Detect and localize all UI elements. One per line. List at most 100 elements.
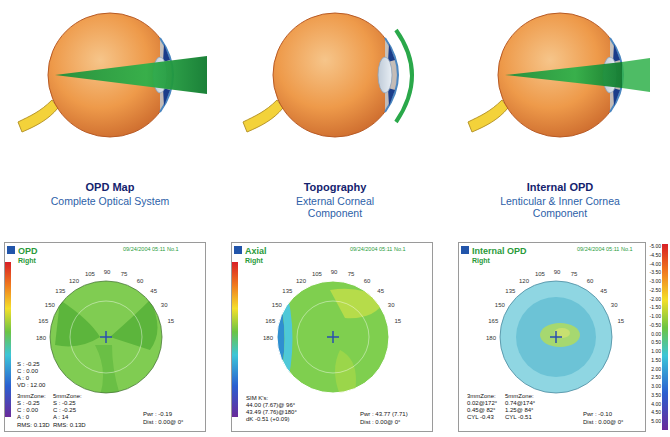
scale-value: -1.00 [645, 314, 661, 319]
axis-degree: 90 [331, 269, 338, 275]
axial-topography-map [232, 246, 389, 417]
axis-degree: 75 [348, 271, 355, 277]
axis-degree: 60 [587, 278, 594, 284]
map-heading: Internal OPD [472, 247, 527, 256]
panel-title: OPD Map [10, 181, 210, 194]
scale-value: -3.50 [645, 270, 661, 275]
axis-degree: 75 [121, 271, 128, 277]
scale-value: 5.00 [645, 419, 661, 424]
map-heading: Axial [245, 247, 267, 256]
scale-value: -2.00 [645, 297, 661, 302]
scale-value: -3.00 [645, 279, 661, 284]
measurement-value: C : 0.00 [17, 407, 38, 413]
axis-degree: 135 [282, 288, 292, 294]
measurement-value: 0.45@ 82° [467, 407, 496, 413]
map-heading: OPD [18, 247, 38, 256]
axis-degree: 45 [377, 288, 384, 294]
scale-value: 4.00 [645, 402, 661, 407]
axis-degree: 15 [167, 318, 174, 324]
date-stamp: 09/24/2004 05:11 No.1 [123, 247, 179, 253]
axis-degree: 30 [161, 302, 168, 308]
panel-subtitle: Lenticular & Inner Cornea Component [485, 195, 635, 219]
scale-value: 3.00 [645, 384, 661, 389]
panel-title: Internal OPD [460, 181, 660, 194]
axis-degree: 120 [296, 278, 306, 284]
map-heading: Right [245, 257, 263, 264]
measurement-value: Pwr : -0.19 [143, 411, 172, 417]
date-stamp: 09/24/2004 05:11 No.1 [350, 247, 406, 253]
scale-value: -5.00 [645, 244, 661, 249]
scale-value: 0.50 [645, 340, 661, 345]
axis-degree: 90 [554, 269, 561, 275]
scale-value: 2.00 [645, 367, 661, 372]
measurement-value: RMS: 0.13D [53, 422, 86, 428]
axis-degree: 45 [150, 288, 157, 294]
measurement-value: 5mmZone: [53, 393, 82, 399]
axis-degree: 180 [486, 335, 496, 341]
measurement-value: 44.00 (7.67)@ 96° [246, 402, 295, 408]
panel-title: Topography [235, 181, 435, 194]
axis-degree: 105 [312, 271, 322, 277]
axis-degree: 135 [55, 288, 65, 294]
measurement-value: 43.49 (7.76)@180° [246, 409, 297, 415]
measurement-value: dK -0.51 (+0.09) [246, 416, 290, 422]
measurement-value: 0.02@172° [467, 400, 497, 406]
measurement-value: 0.74@174° [505, 400, 535, 406]
opd-map [5, 246, 162, 417]
axis-degree: 15 [617, 318, 624, 324]
date-stamp: 09/24/2004 05:11 No.1 [577, 247, 633, 253]
internal-opd-map [461, 244, 668, 430]
measurement-value: CYL -0.51 [505, 414, 532, 420]
axis-degree: 180 [263, 335, 273, 341]
measurement-value: A : 0 [17, 375, 29, 381]
axis-degree: 105 [85, 271, 95, 277]
axis-degree: 165 [488, 318, 498, 324]
axis-degree: 165 [265, 318, 275, 324]
axis-degree: 120 [519, 278, 529, 284]
panel-subtitle: External Corneal Component [270, 195, 400, 219]
measurement-value: 3mmZone: [17, 393, 46, 399]
scale-value: -4.50 [645, 253, 661, 258]
measurement-value: S : -0.25 [17, 400, 40, 406]
scale-value: -2.50 [645, 288, 661, 293]
internal-opd-panel: Internal OPDRight09/24/2004 05:11 No.110… [458, 242, 646, 432]
opd-map-panel: OPDRight 09/24/2004 05:11 No.1 105 90 75 120 6… [4, 242, 206, 432]
measurement-value: 3mmZone: [467, 393, 496, 399]
scale-value: -0.50 [645, 323, 661, 328]
scale-value: 4.50 [645, 410, 661, 415]
scale-value: 0.00 [645, 332, 661, 337]
map-heading: Right [472, 257, 490, 264]
measurement-value: S : -0.25 [17, 361, 40, 367]
measurement-value: RMS: 0.13D [17, 422, 50, 428]
measurement-value: Pwr : -0.10 [583, 411, 612, 417]
axis-degree: 150 [272, 302, 282, 308]
measurement-value: Dist : 0.00@ 0° [583, 419, 624, 425]
topography-panel: AxialRight 09/24/2004 05:11 No.1 105 90 75 12… [231, 242, 433, 432]
axis-degree: 30 [388, 302, 395, 308]
axis-degree: 75 [571, 271, 578, 277]
eye-illustration [243, 13, 412, 137]
axis-degree: 150 [45, 302, 55, 308]
measurement-value: CYL -0.43 [467, 414, 494, 420]
measurement-value: Pwr : 43.77 (7.71) [360, 411, 408, 417]
scale-value: 1.00 [645, 349, 661, 354]
measurement-value: A : 14 [53, 414, 68, 420]
scale-value: -4.00 [645, 262, 661, 267]
scale-value: -1.50 [645, 305, 661, 310]
measurement-value: SIM K's: [246, 395, 268, 401]
axis-degree: 45 [600, 288, 607, 294]
axis-degree: 60 [364, 278, 371, 284]
scale-value: 2.50 [645, 375, 661, 380]
axis-degree: 30 [611, 302, 618, 308]
scale-value: 1.50 [645, 358, 661, 363]
axis-degree: 150 [495, 302, 505, 308]
measurement-value: C : 0.00 [17, 368, 38, 374]
axis-degree: 120 [69, 278, 79, 284]
axis-degree: 180 [36, 335, 46, 341]
axis-degree: 15 [394, 318, 401, 324]
axis-degree: 90 [104, 269, 111, 275]
measurement-value: A : 0 [17, 414, 29, 420]
map-heading: Right [18, 257, 36, 264]
panel-subtitle: Complete Optical System [10, 195, 210, 207]
axis-degree: 60 [137, 278, 144, 284]
